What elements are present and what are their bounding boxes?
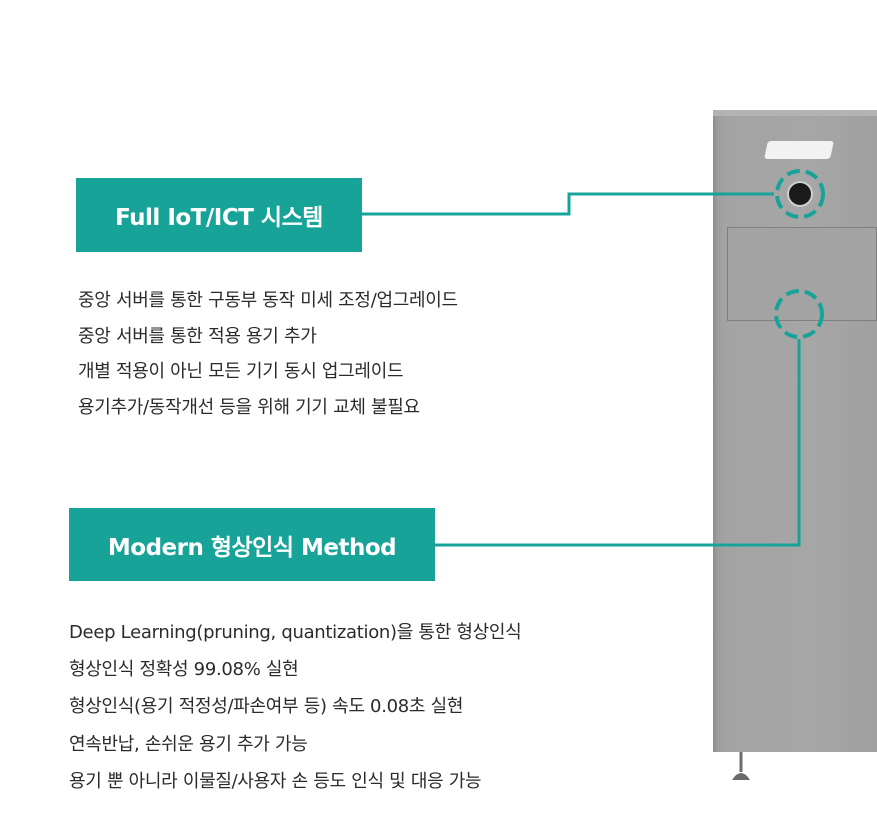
machine-light-strip xyxy=(764,141,834,159)
feature-list-method: Deep Learning(pruning, quantization)을 통한… xyxy=(69,614,522,800)
feature-item: Deep Learning(pruning, quantization)을 통한… xyxy=(69,622,522,643)
feature-item: 형상인식(용기 적정성/파손여부 등) 속도 0.08초 실현 xyxy=(69,696,464,718)
machine-foot xyxy=(732,752,750,780)
feature-item: 형상인식 정확성 99.08% 실현 xyxy=(69,659,299,681)
feature-item: 개별 적용이 아닌 모든 기기 동시 업그레이드 xyxy=(78,361,404,382)
section-title-iot: Full IoT/ICT 시스템 xyxy=(76,178,362,252)
feature-list-iot: 중앙 서버를 통한 구동부 동작 미세 조정/업그레이드 중앙 서버를 통한 적… xyxy=(78,283,458,425)
machine-top-edge xyxy=(713,110,877,116)
section-title-method: Modern 형상인식 Method xyxy=(69,508,435,581)
machine-front-panel xyxy=(727,227,877,321)
feature-item: 용기추가/동작개선 등을 위해 기기 교체 불필요 xyxy=(78,396,420,418)
feature-item: 중앙 서버를 통한 구동부 동작 미세 조정/업그레이드 xyxy=(78,290,458,311)
machine-body xyxy=(713,112,877,752)
feature-item: 용기 뿐 아니라 이물질/사용자 손 등도 인식 및 대응 가능 xyxy=(69,770,482,792)
camera-icon xyxy=(789,183,811,205)
feature-item: 연속반납, 손쉬운 용기 추가 가능 xyxy=(69,733,308,755)
feature-item: 중앙 서버를 통한 적용 용기 추가 xyxy=(78,325,317,347)
